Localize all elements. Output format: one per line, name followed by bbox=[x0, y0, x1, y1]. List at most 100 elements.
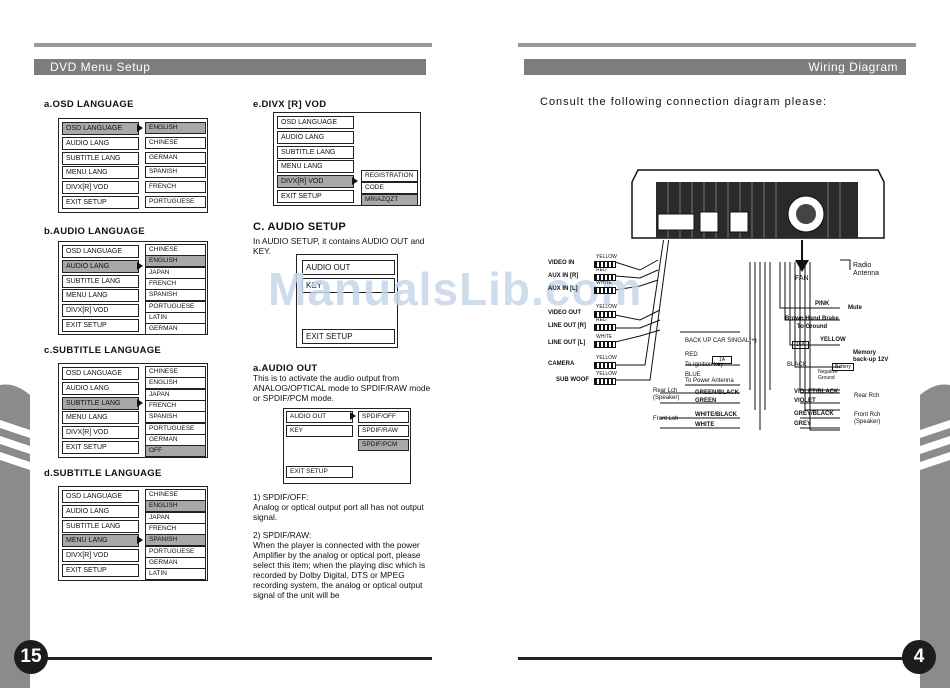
head-unit-drawing bbox=[631, 169, 885, 239]
wiring-lines bbox=[614, 240, 851, 431]
green-label: GREEN bbox=[695, 398, 717, 404]
subtitle_c-option[interactable]: FRENCH bbox=[145, 399, 206, 412]
memory-label: Memory back-up 12V bbox=[853, 350, 889, 363]
audio-menu-item[interactable]: AUDIO LANG bbox=[62, 259, 139, 273]
subtitle_c-menu-item[interactable]: EXIT SETUP bbox=[62, 441, 139, 454]
input-color-label: WHITE bbox=[596, 280, 613, 286]
rca-plug-icon bbox=[594, 341, 616, 348]
section-title-divx: e.DIVX [R] VOD bbox=[253, 99, 327, 110]
subtitle_c-option[interactable]: SPANISH bbox=[145, 411, 206, 424]
subtitle_d-menu-item[interactable]: MENU LANG bbox=[62, 534, 139, 548]
subtitle_c-menu-item[interactable]: MENU LANG bbox=[62, 411, 139, 425]
grey-label: GREY bbox=[794, 421, 812, 427]
subtitle_d-option[interactable]: JAPAN bbox=[145, 511, 206, 524]
audio-out-option-spdif-off[interactable]: SPDIF/OFF bbox=[358, 411, 409, 423]
audio-setup-item-key[interactable]: KEY bbox=[302, 278, 395, 293]
subtitle_c-option[interactable]: ENGLISH bbox=[145, 377, 206, 390]
subtitle_d-option[interactable]: SPANISH bbox=[145, 534, 206, 547]
audio-out-option-spdif-pcm[interactable]: SPDIF/PCM bbox=[358, 439, 409, 451]
audio-menu-item[interactable]: OSD LANGUAGE bbox=[62, 245, 139, 258]
left-edge-decoration bbox=[0, 384, 30, 688]
note-spdif-raw: 2) SPDIF/RAW: When the player is connect… bbox=[253, 530, 426, 600]
osd-option[interactable]: SPANISH bbox=[145, 166, 206, 179]
right-header-bar: Wiring Diagram bbox=[524, 59, 906, 75]
audio-option[interactable]: PORTUGUESE bbox=[145, 300, 206, 313]
blue-label: BLUE bbox=[685, 372, 701, 378]
audio-option[interactable]: SPANISH bbox=[145, 289, 206, 302]
audio-setup-item-exit[interactable]: EXIT SETUP bbox=[302, 329, 395, 344]
subtitle_d-option[interactable]: ENGLISH bbox=[145, 500, 206, 513]
subtitle_d-menu-item[interactable]: OSD LANGUAGE bbox=[62, 490, 139, 503]
divx-option[interactable]: CODE bbox=[361, 182, 418, 194]
divx-menu-item[interactable]: MENU LANG bbox=[277, 160, 354, 174]
right-header-title: Wiring Diagram bbox=[808, 60, 898, 74]
audio-out-item-exit[interactable]: EXIT SETUP bbox=[286, 466, 353, 478]
osd-option[interactable]: PORTUGUESE bbox=[145, 196, 206, 208]
audio-menu-item[interactable]: DIVX[R] VOD bbox=[62, 304, 139, 318]
rca-plug-icon bbox=[594, 287, 616, 294]
divx-arrow-icon bbox=[352, 177, 358, 185]
audio-menu-item[interactable]: MENU LANG bbox=[62, 289, 139, 303]
divx-menu-item[interactable]: AUDIO LANG bbox=[277, 130, 354, 144]
radio-antenna-label: Radio Antenna bbox=[853, 262, 880, 277]
divx-menu-item[interactable]: SUBTITLE LANG bbox=[277, 145, 354, 159]
subtitle_d-menu-item[interactable]: DIVX[R] VOD bbox=[62, 549, 139, 563]
subtitle_c-menu-item[interactable]: OSD LANGUAGE bbox=[62, 367, 139, 380]
subtitle_d-option[interactable]: GERMAN bbox=[145, 556, 206, 569]
divx-option[interactable]: REGISTRATION bbox=[361, 170, 418, 182]
audio-option[interactable]: ENGLISH bbox=[145, 255, 206, 268]
subtitle_d-option[interactable]: LATIN bbox=[145, 568, 206, 581]
fan-label: FAN bbox=[795, 275, 809, 282]
audio-option[interactable]: FRENCH bbox=[145, 277, 206, 290]
subtitle_d-menu-item[interactable]: EXIT SETUP bbox=[62, 564, 139, 577]
subtitle_c-menu-item[interactable]: DIVX[R] VOD bbox=[62, 426, 139, 440]
osd-menu-item[interactable]: MENU LANG bbox=[62, 166, 139, 180]
osd-option[interactable]: GERMAN bbox=[145, 151, 206, 164]
divx-menu-item[interactable]: EXIT SETUP bbox=[277, 190, 354, 203]
wiring-instruction: Consult the following connection diagram… bbox=[540, 96, 828, 108]
subtitle_c-option[interactable]: CHINESE bbox=[145, 366, 206, 378]
divx-menu-item[interactable]: OSD LANGUAGE bbox=[277, 116, 354, 129]
brake-label: Brown Hand Brake bbox=[785, 316, 839, 322]
audio-menu-item[interactable]: SUBTITLE LANG bbox=[62, 274, 139, 288]
audio-menu-item[interactable]: EXIT SETUP bbox=[62, 319, 139, 332]
audio-option[interactable]: GERMAN bbox=[145, 323, 206, 336]
rca-plug-icon bbox=[594, 261, 616, 268]
osd-menu-item[interactable]: OSD LANGUAGE bbox=[62, 122, 139, 135]
front-rch-label: Front Rch (Speaker) bbox=[854, 412, 881, 425]
subtitle_d-option[interactable]: CHINESE bbox=[145, 489, 206, 501]
osd-menu-item[interactable]: AUDIO LANG bbox=[62, 136, 139, 150]
backup-label: BACK UP CAR SINGAL(+) bbox=[685, 338, 757, 344]
audio-option[interactable]: LATIN bbox=[145, 311, 206, 324]
subtitle_d-menu-item[interactable]: AUDIO LANG bbox=[62, 504, 139, 518]
section-title-osd: a.OSD LANGUAGE bbox=[44, 99, 134, 110]
input-label: AUX IN [L] bbox=[548, 286, 578, 292]
audio-out-item-key[interactable]: KEY bbox=[286, 425, 353, 437]
osd-option[interactable]: FRENCH bbox=[145, 181, 206, 194]
left-header-bar: DVD Menu Setup bbox=[34, 59, 426, 75]
subtitle_c-menu-item[interactable]: AUDIO LANG bbox=[62, 381, 139, 395]
osd-menu-item[interactable]: DIVX[R] VOD bbox=[62, 181, 139, 195]
audio-out-item-audio-out[interactable]: AUDIO OUT bbox=[286, 411, 353, 423]
osd-menu-item[interactable]: SUBTITLE LANG bbox=[62, 151, 139, 165]
subtitle_c-option[interactable]: PORTUGUESE bbox=[145, 422, 206, 435]
osd-arrow-icon bbox=[137, 124, 143, 132]
subtitle_c-option[interactable]: GERMAN bbox=[145, 433, 206, 446]
osd-menu-item[interactable]: EXIT SETUP bbox=[62, 196, 139, 209]
left-bottom-line bbox=[32, 657, 432, 660]
audio-option[interactable]: JAPAN bbox=[145, 266, 206, 279]
osd-option[interactable]: CHINESE bbox=[145, 136, 206, 149]
audio-option[interactable]: CHINESE bbox=[145, 244, 206, 256]
divx-menu-item[interactable]: DIVX[R] VOD bbox=[277, 175, 354, 189]
osd-option[interactable]: ENGLISH bbox=[145, 122, 206, 134]
audio-out-option-spdif-raw[interactable]: SPDIF/RAW bbox=[358, 425, 409, 437]
subtitle_d-menu-item[interactable]: SUBTITLE LANG bbox=[62, 519, 139, 533]
subtitle_c-menu-item[interactable]: SUBTITLE LANG bbox=[62, 396, 139, 410]
subtitle_c-option[interactable]: OFF bbox=[145, 445, 206, 458]
rca-plug-icon bbox=[594, 362, 616, 369]
subtitle_d-option[interactable]: FRENCH bbox=[145, 522, 206, 535]
divx-option[interactable]: MRIAZQZT bbox=[361, 194, 418, 206]
audio-setup-item-audio-out[interactable]: AUDIO OUT bbox=[302, 260, 395, 275]
subtitle_c-option[interactable]: JAPAN bbox=[145, 388, 206, 401]
subtitle_d-option[interactable]: PORTUGUESE bbox=[145, 545, 206, 558]
